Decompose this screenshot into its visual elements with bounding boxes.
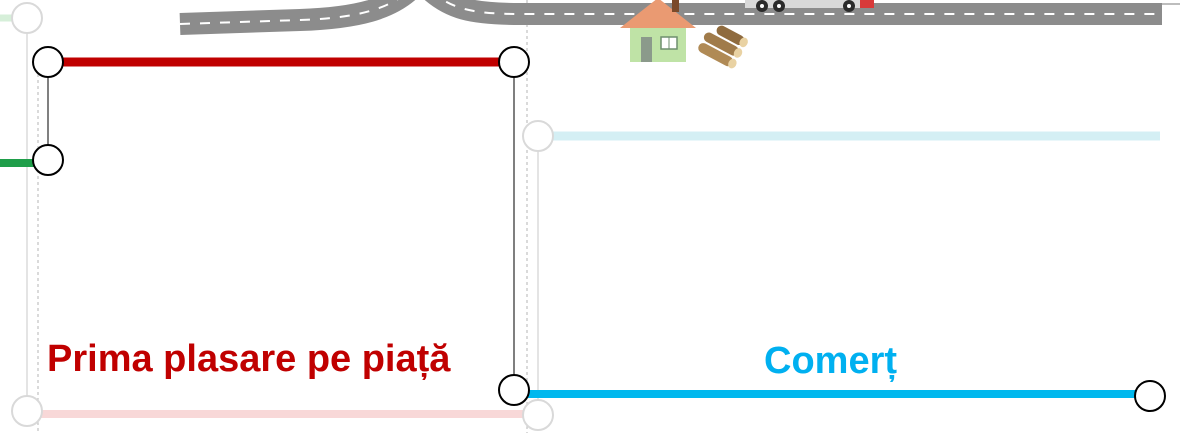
label-first-placement: Prima plasare pe piață	[47, 338, 451, 380]
faded-node	[11, 2, 43, 34]
road-icon	[179, 0, 1180, 35]
faded-node	[522, 120, 554, 152]
label-trade: Comerț	[764, 340, 898, 382]
node	[32, 144, 64, 176]
node	[498, 46, 530, 78]
node	[1134, 380, 1166, 412]
faded-node	[11, 395, 43, 427]
logs-icon	[698, 25, 748, 69]
node	[498, 374, 530, 406]
house-icon	[620, 0, 696, 62]
truck-icon	[745, 0, 874, 12]
node	[32, 46, 64, 78]
faded-node	[522, 399, 554, 431]
